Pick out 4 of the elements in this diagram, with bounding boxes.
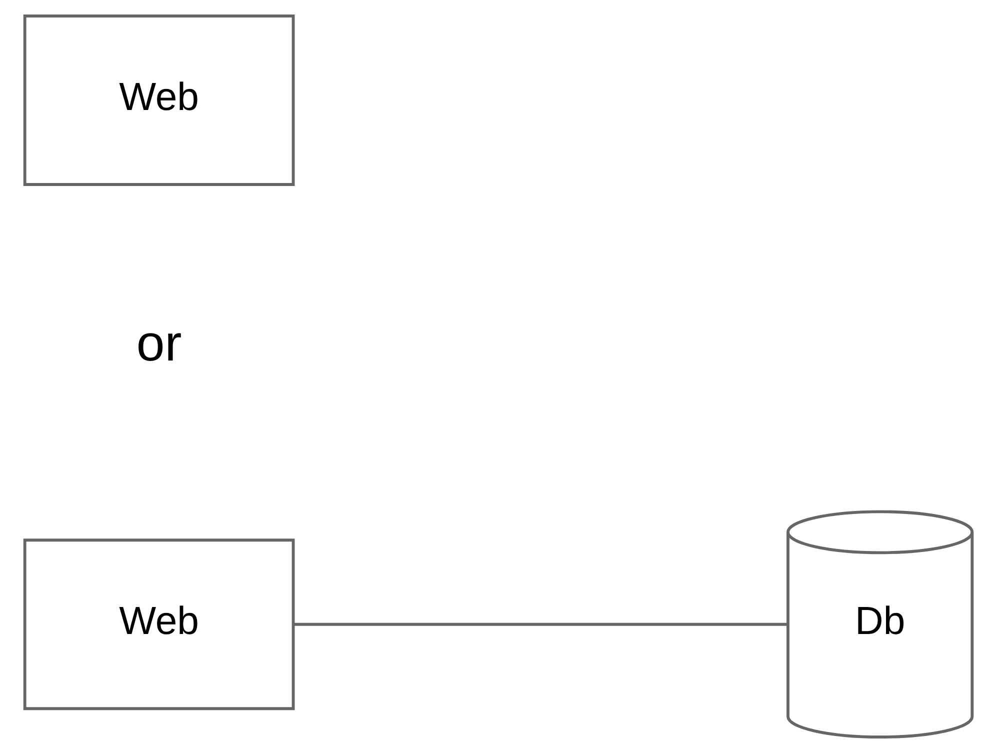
node-box: Web bbox=[23, 538, 295, 710]
connector bbox=[294, 622, 788, 626]
node-box: Web bbox=[23, 14, 295, 186]
label: or bbox=[136, 314, 182, 372]
